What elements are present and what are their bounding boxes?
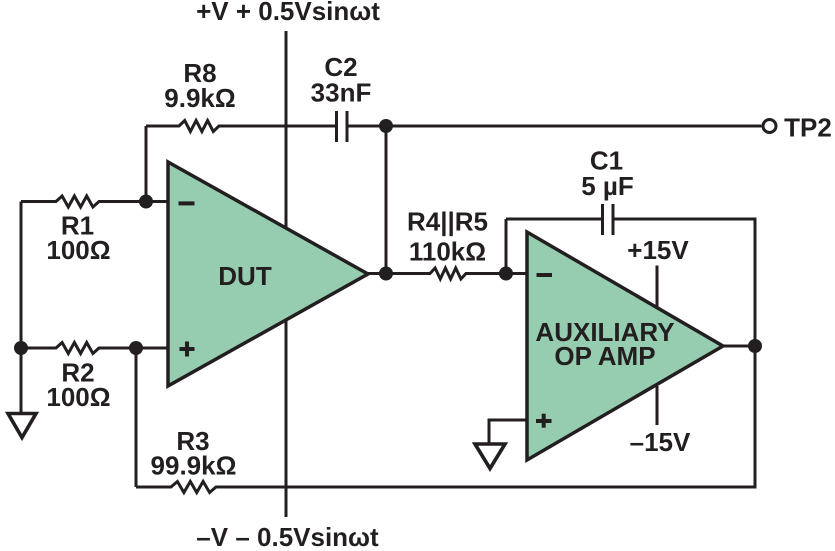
svg-text:R2: R2 [61,358,94,388]
svg-text:DUT: DUT [218,261,272,291]
svg-text:R8: R8 [183,58,216,88]
svg-text:99.9kΩ: 99.9kΩ [151,451,237,481]
svg-text:100Ω: 100Ω [46,235,110,265]
svg-text:OP AMP: OP AMP [554,341,655,371]
svg-text:33nF: 33nF [311,78,372,108]
svg-text:R3: R3 [176,426,209,456]
svg-text:5 µF: 5 µF [581,171,634,201]
svg-text:+V + 0.5Vsinωt: +V + 0.5Vsinωt [196,0,380,26]
svg-text:TP2: TP2 [784,113,832,143]
svg-text:9.9kΩ: 9.9kΩ [164,83,235,113]
svg-text:–V – 0.5Vsinωt: –V – 0.5Vsinωt [196,522,379,551]
svg-text:110kΩ: 110kΩ [409,237,486,267]
svg-text:100Ω: 100Ω [46,382,110,412]
svg-text:+15V: +15V [627,235,689,265]
svg-text:–15V: –15V [630,427,691,457]
svg-text:C1: C1 [590,146,623,176]
svg-text:AUXILIARY: AUXILIARY [535,317,674,347]
svg-text:C2: C2 [324,52,357,82]
svg-text:R1: R1 [61,211,94,241]
svg-text:R4||R5: R4||R5 [407,207,488,237]
